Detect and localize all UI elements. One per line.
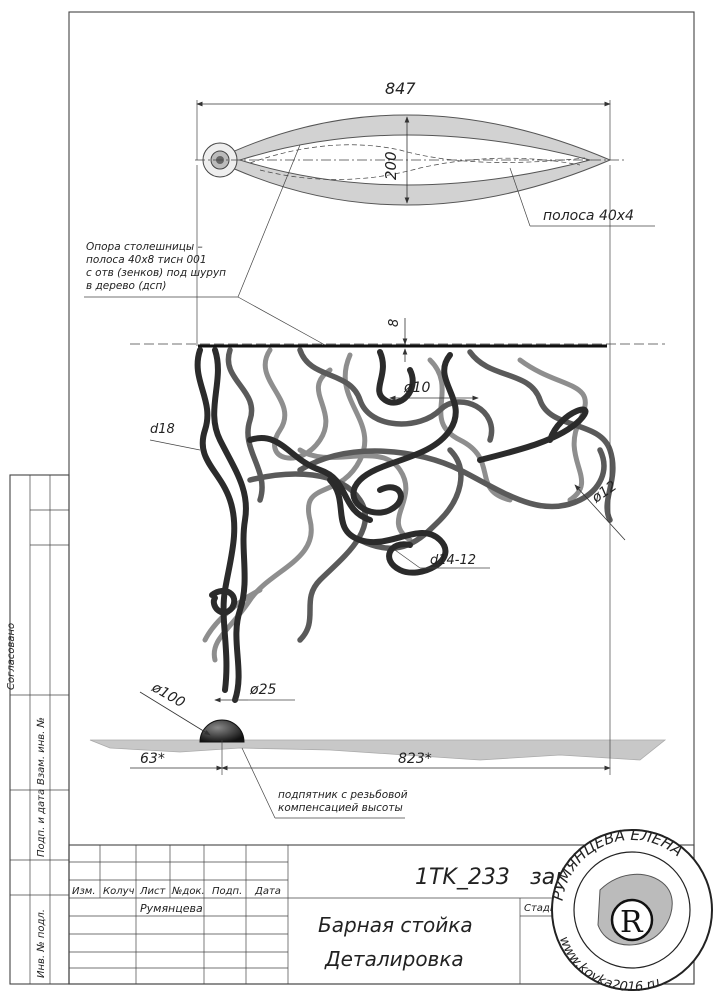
col-ndok: №док. [171,886,205,897]
drawing-code: 1TK_233 [415,865,510,890]
dim-63-label: 63* [140,751,165,767]
dim-847: 847 [196,79,611,160]
dim-847-label: 847 [385,79,416,98]
col-izm: Изм. [72,886,96,897]
col-list: Лист [139,886,167,897]
dim-823-label: 823* [398,751,432,767]
dim-200-label: 200 [382,151,400,180]
side-stamp: Согласовано Взам. инв. № Подп. и дата Ин… [6,474,70,985]
foot-line-1: подпятник с резьбовой [278,789,408,801]
author-name: Румянцева [140,902,203,915]
d12-label: ø12 [588,478,620,507]
iron-tangle [194,347,616,703]
strip-callout: полоса 40x4 [509,167,655,227]
note-line-2: полоса 40x8 тисн 001 [86,254,207,266]
inv-orig-label: Инв. № подл. [36,909,47,978]
author-seal: РУМЯНЦЕВА ЕЛЕНА www.kovka2016.ru R [549,826,713,995]
dim-8-label: 8 [387,319,402,327]
drawing-title-2: Деталировка [324,947,464,971]
col-data: Дата [254,886,281,897]
stage-label: Стадия [524,903,562,914]
seal-monogram: R [620,905,644,940]
dim-8: 8 [387,318,408,362]
d14-12-label: d14-12 [430,553,476,568]
col-koluch: Колуч [103,886,135,897]
top-view [195,114,625,206]
inv-replace-label: Взам. инв. № [36,717,47,785]
note-line-4: в дерево (дсп) [86,280,166,292]
svg-text:Опора столешницы –полоса 40x8: Опора столешницы –полоса 40x8 тисн 001с … [86,241,226,292]
sign-date-label-1: Подп. и дата [36,789,47,857]
floor [89,739,667,761]
d100-label: ø100 [148,679,188,711]
agreed-label: Согласовано [6,623,17,690]
note-line-1: Опора столешницы – [86,241,203,253]
foot-line-2: компенсацией высоты [278,802,403,814]
d25-label: ø25 [249,682,276,698]
d10-label: ø10 [403,380,430,396]
floor-ball [199,719,245,743]
strip-label: полоса 40x4 [543,208,634,224]
dim-200: 200 [382,116,410,204]
drawing-title-1: Барная стойка [318,913,473,937]
note-line-3: с отв (зенков) под шуруп [86,267,226,279]
d18-label: d18 [150,422,175,437]
bottom-dims: 63* 823* [130,346,611,775]
title-block: Изм. Колуч Лист №док. Подп. Дата Румянце… [68,844,695,985]
col-podp: Подп. [212,886,242,897]
